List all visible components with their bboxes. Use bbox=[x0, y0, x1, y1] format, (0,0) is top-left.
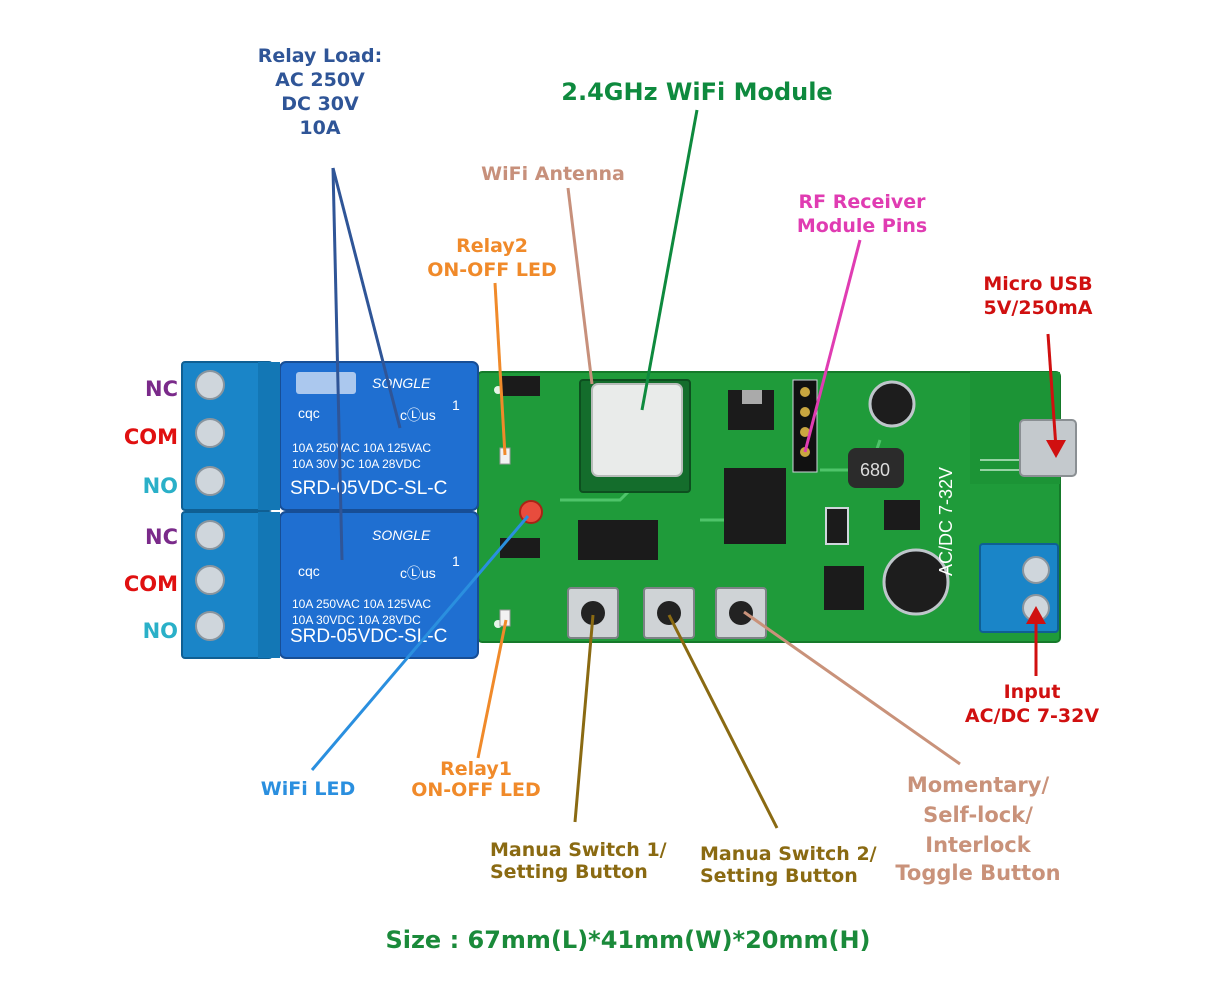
terminal-label-no-bottom: NO bbox=[143, 619, 178, 643]
toggle-button-label-4: Toggle Button bbox=[895, 861, 1060, 885]
micro-usb-label-1: Micro USB bbox=[983, 273, 1092, 295]
relay-load-label-4: 10A bbox=[299, 117, 340, 139]
manual-switch-2-label-1: Manua Switch 2/ bbox=[700, 843, 877, 865]
manual-switch-2-pointer bbox=[667, 614, 779, 829]
relay-1-cert: cqc bbox=[298, 563, 320, 579]
terminal-label-nc-top: NC bbox=[145, 377, 178, 401]
micro-usb-pointer bbox=[1046, 333, 1058, 449]
toggle-button-label-3: Interlock bbox=[925, 833, 1031, 857]
input-label-2: AC/DC 7-32V bbox=[965, 705, 1099, 727]
manual-switch-1-label-1: Manua Switch 1/ bbox=[490, 839, 667, 861]
input-arrowhead bbox=[1026, 606, 1046, 624]
rf-receiver-label-1: RF Receiver bbox=[798, 191, 926, 213]
relay-1-model: SRD-05VDC-SL-C bbox=[290, 626, 447, 647]
rf-receiver-label-2: Module Pins bbox=[797, 215, 927, 237]
relay-2-ul: cⓁus bbox=[400, 407, 436, 423]
relay-1-brand: SONGLE bbox=[372, 527, 431, 543]
relay-1: SONGLE cqc cⓁus 1 10A 250VAC 10A 125VAC … bbox=[279, 511, 479, 659]
relay1-led-pointer bbox=[476, 619, 508, 759]
toggle-button-pointer bbox=[743, 610, 961, 766]
relay-2: SONGLE cqc cⓁus 1 10A 250VAC 10A 125VAC … bbox=[279, 361, 479, 511]
wifi-module-pointer bbox=[640, 109, 699, 411]
manual-switch-2-label-2: Setting Button bbox=[700, 865, 858, 887]
toggle-button-label-2: Self-lock/ bbox=[923, 803, 1033, 827]
relay1-led-label-2: ON-OFF LED bbox=[411, 779, 541, 801]
relay-1-ul: cⓁus bbox=[400, 565, 436, 581]
size-label: Size : 67mm(L)*41mm(W)*20mm(H) bbox=[385, 926, 870, 954]
relay-2-cert: cqc bbox=[298, 405, 320, 421]
wifi-led-label: WiFi LED bbox=[261, 778, 355, 800]
relay-1-rating-1: 10A 250VAC 10A 125VAC bbox=[292, 597, 431, 611]
relay-load-pointer-2 bbox=[331, 167, 344, 561]
micro-usb-label-2: 5V/250mA bbox=[983, 297, 1092, 319]
input-terminal-block bbox=[979, 543, 1059, 633]
relay-2-brand: SONGLE bbox=[372, 375, 431, 391]
terminal-label-com-bottom: COM bbox=[124, 572, 178, 596]
wifi-led-pointer bbox=[310, 515, 530, 771]
relay-2-model: SRD-05VDC-SL-C bbox=[290, 478, 447, 499]
inductor-label: 680 bbox=[860, 460, 890, 480]
relay-load-label-2: AC 250V bbox=[275, 69, 365, 91]
relay-2-rating-2: 10A 30VDC 10A 28VDC bbox=[292, 457, 421, 471]
terminal-label-no-top: NO bbox=[143, 474, 178, 498]
micro-usb-arrowhead bbox=[1046, 440, 1066, 458]
terminal-block-relay-2 bbox=[181, 361, 280, 511]
wifi-module-label: 2.4GHz WiFi Module bbox=[561, 78, 832, 106]
terminal-block-relay-1 bbox=[181, 511, 280, 659]
relay2-led-label-2: ON-OFF LED bbox=[427, 259, 557, 281]
wifi-antenna-label: WiFi Antenna bbox=[481, 163, 625, 185]
input-label-1: Input bbox=[1004, 681, 1061, 703]
pcb-voltage-silkscreen: AC/DC 7-32V bbox=[936, 467, 956, 576]
relay2-led-label-1: Relay2 bbox=[456, 235, 528, 257]
manual-switch-1-label-2: Setting Button bbox=[490, 861, 648, 883]
relay-1-num: 1 bbox=[452, 553, 460, 569]
relay1-led-label-1: Relay1 bbox=[440, 758, 512, 780]
relay-2-num: 1 bbox=[452, 397, 460, 413]
relay-2-rating-1: 10A 250VAC 10A 125VAC bbox=[292, 441, 431, 455]
relay2-led-pointer bbox=[493, 282, 507, 456]
relay-load-label-1: Relay Load: bbox=[258, 45, 382, 67]
rf-receiver-pointer bbox=[803, 239, 862, 453]
relay-load-pointer-1 bbox=[331, 167, 402, 429]
pcb-components: 680 AC/DC 7-32V bbox=[500, 376, 1077, 616]
relay-1-rating-2: 10A 30VDC 10A 28VDC bbox=[292, 613, 421, 627]
tactile-buttons bbox=[567, 587, 767, 639]
manual-switch-1-pointer bbox=[573, 614, 595, 823]
pointer-arrowheads bbox=[1026, 440, 1066, 624]
relay-load-label-3: DC 30V bbox=[281, 93, 359, 115]
toggle-button-label-1: Momentary/ bbox=[907, 773, 1050, 797]
wifi-module-chip bbox=[579, 379, 691, 493]
wifi-antenna-pointer bbox=[566, 187, 594, 385]
terminal-label-nc-bottom: NC bbox=[145, 525, 178, 549]
pointer-lines bbox=[310, 109, 1058, 829]
terminal-label-com-top: COM bbox=[124, 425, 178, 449]
